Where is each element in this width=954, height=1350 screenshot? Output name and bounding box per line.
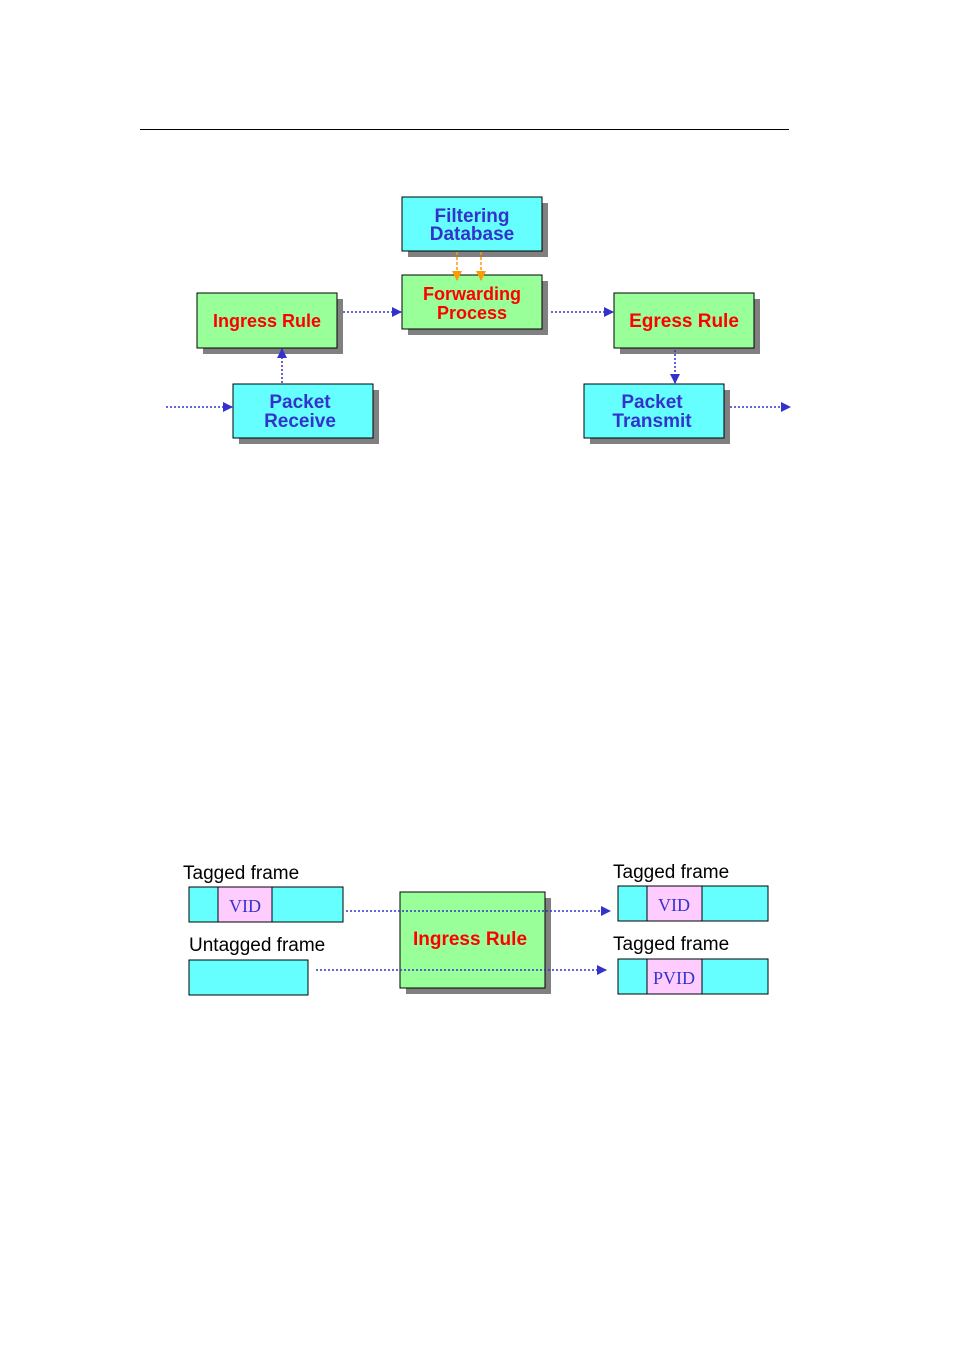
packet-transmit-line2: Transmit xyxy=(612,411,692,432)
in-untagged-frame-label: Untagged frame xyxy=(189,935,325,956)
forwarding-process-line1: Forwarding xyxy=(423,284,521,304)
egress-rule-box: Egress Rule xyxy=(614,293,760,354)
in-tagged-frame-label: Tagged frame xyxy=(183,863,299,884)
filtering-database-line2: Database xyxy=(430,224,515,245)
packet-transmit-line1: Packet xyxy=(621,392,683,413)
out-tagged-frame-label-1: Tagged frame xyxy=(613,862,729,883)
packet-transmit-box: Packet Transmit xyxy=(584,384,730,444)
ingress-diagram: Tagged frame VID Untagged frame Ingress … xyxy=(183,862,768,995)
out-tagged-frame-label-2: Tagged frame xyxy=(613,934,729,955)
packet-receive-line2: Receive xyxy=(264,411,336,432)
in-vid-label: VID xyxy=(229,896,261,916)
out-pvid-label: PVID xyxy=(653,968,695,988)
ingress-rule-center-label: Ingress Rule xyxy=(413,929,527,950)
in-tagged-frame: VID xyxy=(189,887,343,922)
forwarding-process-line2: Process xyxy=(437,303,507,323)
ingress-rule-center-box: Ingress Rule xyxy=(400,892,551,994)
ingress-rule-label: Ingress Rule xyxy=(213,311,321,331)
egress-rule-label: Egress Rule xyxy=(629,311,739,332)
in-untagged-frame xyxy=(189,960,308,995)
forwarding-process-box: Forwarding Process xyxy=(402,275,548,335)
packet-receive-box: Packet Receive xyxy=(233,384,379,444)
ingress-rule-box: Ingress Rule xyxy=(197,293,343,354)
out-tagged-frame-2: PVID xyxy=(618,959,768,994)
filtering-database-box: Filtering Database xyxy=(402,197,548,257)
out-vid-label: VID xyxy=(658,895,690,915)
out-tagged-frame-1: VID xyxy=(618,886,768,921)
flow-diagram: Filtering Database Forwarding Process In… xyxy=(166,197,790,444)
packet-receive-line1: Packet xyxy=(269,392,331,413)
